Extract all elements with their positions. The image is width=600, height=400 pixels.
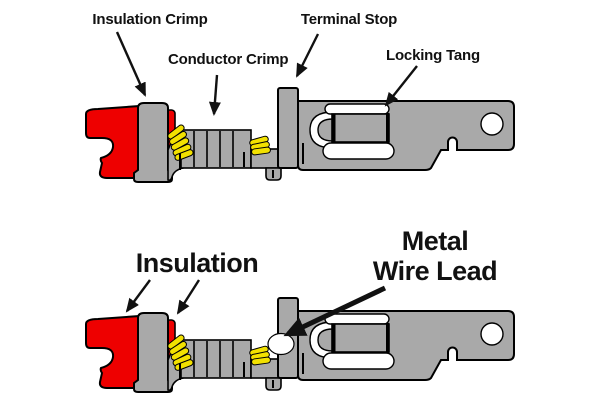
insulation-arrow-left	[125, 279, 151, 313]
label-metal-wire-lead: Metal Wire Lead	[360, 226, 510, 286]
label-terminal-stop: Terminal Stop	[300, 11, 398, 28]
locking-tang-arrow	[384, 65, 418, 107]
insulation-crimp-arrow	[115, 31, 147, 97]
label-locking-tang: Locking Tang	[386, 47, 480, 64]
wire-lead-cutaway	[267, 332, 295, 356]
metal-wire-lead-line1: Metal	[401, 226, 469, 256]
label-conductor-crimp: Conductor Crimp	[168, 51, 289, 68]
bottom-terminal-diagram	[86, 279, 514, 392]
terminal-stop-arrow	[295, 33, 320, 78]
metal-wire-lead-line2: Wire Lead	[372, 256, 498, 286]
top-label-arrows	[115, 31, 418, 116]
label-insulation-crimp: Insulation Crimp	[92, 11, 208, 28]
top-terminal-diagram	[86, 31, 514, 182]
label-insulation: Insulation	[135, 248, 259, 278]
bottom-label-arrows	[125, 279, 387, 337]
conductor-crimp-arrow	[208, 74, 221, 116]
metal-wire-lead-arrow	[283, 285, 387, 337]
insulation-arrow-right	[176, 279, 201, 315]
